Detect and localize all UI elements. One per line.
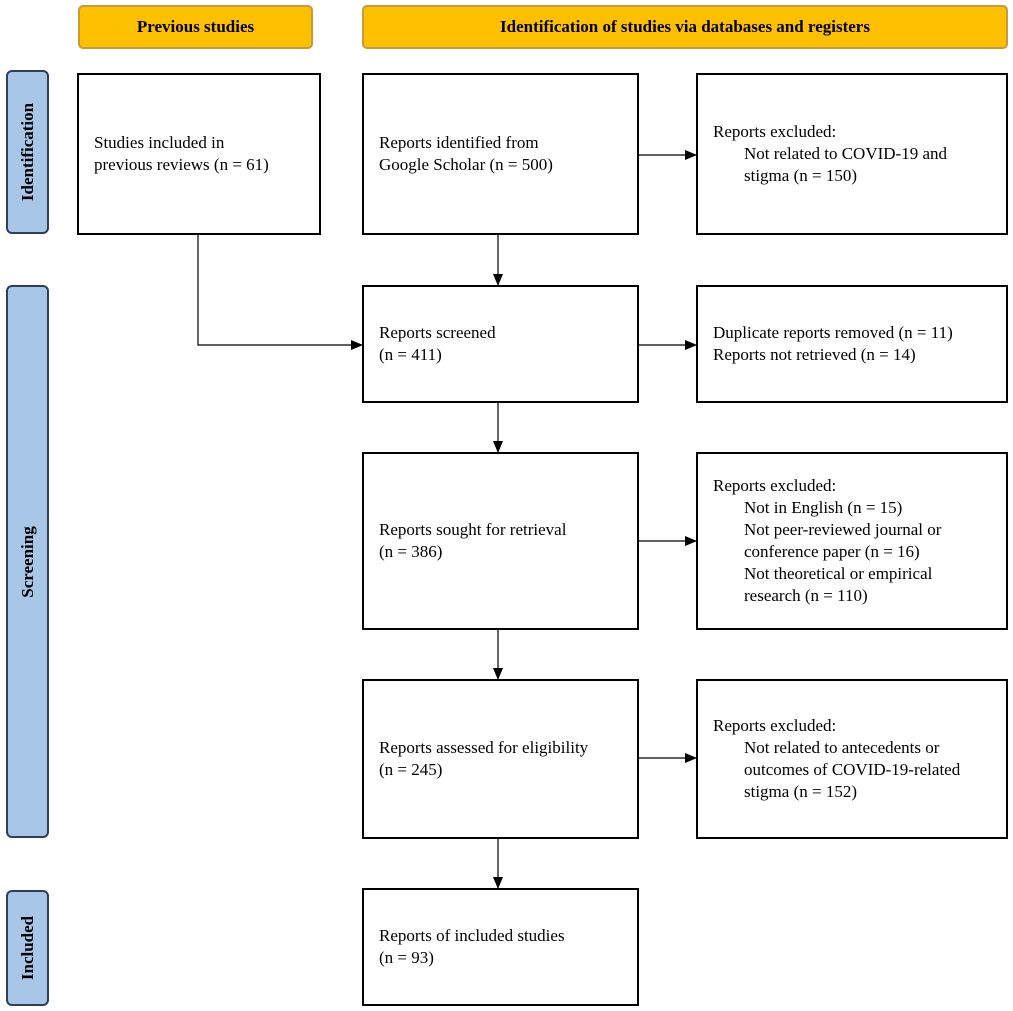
assessed-line-2: (n = 245)	[379, 760, 443, 779]
sought-line-2: (n = 386)	[379, 542, 443, 561]
removed-line-1: Duplicate reports removed (n = 11)	[713, 323, 953, 342]
previous-studies-header: Previous studies	[78, 5, 313, 49]
excluded-3-line-2: outcomes of COVID-19-related	[744, 760, 961, 779]
phase-identification: Identification	[6, 70, 49, 234]
removed-box: Duplicate reports removed (n = 11) Repor…	[696, 285, 1008, 403]
excluded-2-line-3: conference paper (n = 16)	[744, 542, 920, 561]
arrow-previous-to-screened	[197, 234, 363, 350]
phase-included: Included	[6, 890, 49, 1006]
assessed-box: Reports assessed for eligibility (n = 24…	[362, 679, 639, 839]
identified-line-1: Reports identified from	[379, 133, 539, 152]
identified-line-2: Google Scholar (n = 500)	[379, 155, 553, 174]
phase-screening: Screening	[6, 285, 49, 838]
sought-box: Reports sought for retrieval (n = 386)	[362, 452, 639, 630]
previous-reviews-line-2: previous reviews (n = 61)	[94, 155, 269, 174]
removed-line-2: Reports not retrieved (n = 14)	[713, 345, 916, 364]
identified-box: Reports identified from Google Scholar (…	[362, 73, 639, 235]
excluded-3-line-3: stigma (n = 152)	[744, 782, 857, 801]
assessed-line-1: Reports assessed for eligibility	[379, 738, 589, 757]
screened-line-1: Reports screened	[379, 323, 496, 342]
excluded-1-title: Reports excluded:	[713, 122, 837, 141]
excluded-box-3: Reports excluded: Not related to anteced…	[696, 679, 1008, 839]
excluded-1-line-2: stigma (n = 150)	[744, 166, 857, 185]
excluded-box-2: Reports excluded: Not in English (n = 15…	[696, 452, 1008, 630]
excluded-3-line-1: Not related to antecedents or	[744, 738, 940, 757]
excluded-1-line-1: Not related to COVID-19 and	[744, 144, 948, 163]
previous-reviews-box: Studies included in previous reviews (n …	[77, 73, 321, 235]
previous-reviews-line-1: Studies included in	[94, 133, 225, 152]
excluded-2-line-1: Not in English (n = 15)	[744, 498, 903, 517]
excluded-3-title: Reports excluded:	[713, 716, 837, 735]
excluded-box-1: Reports excluded: Not related to COVID-1…	[696, 73, 1008, 235]
excluded-2-line-5: research (n = 110)	[744, 586, 868, 605]
databases-header: Identification of studies via databases …	[362, 5, 1008, 49]
excluded-2-title: Reports excluded:	[713, 476, 837, 495]
excluded-2-line-4: Not theoretical or empirical	[744, 564, 933, 583]
screened-box: Reports screened (n = 411)	[362, 285, 639, 403]
excluded-2-line-2: Not peer-reviewed journal or	[744, 520, 942, 539]
sought-line-1: Reports sought for retrieval	[379, 520, 567, 539]
included-box: Reports of included studies (n = 93)	[362, 888, 639, 1006]
included-line-1: Reports of included studies	[379, 926, 565, 945]
included-line-2: (n = 93)	[379, 948, 434, 967]
screened-line-2: (n = 411)	[379, 345, 442, 364]
